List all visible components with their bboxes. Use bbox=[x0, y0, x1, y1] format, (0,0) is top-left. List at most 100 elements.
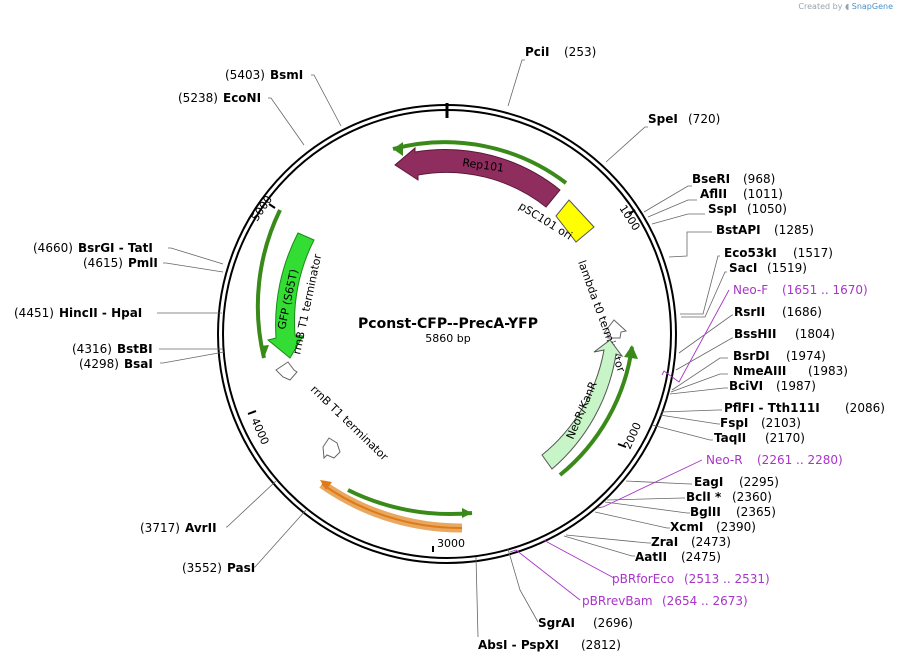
site-name: BsrDI bbox=[733, 349, 770, 363]
site-name: AbsI - PspXI bbox=[478, 638, 559, 652]
site-fspi[interactable]: FspI (2103) bbox=[720, 416, 801, 430]
site-position: (720) bbox=[688, 112, 720, 126]
site-position: (2261 .. 2280) bbox=[757, 453, 843, 467]
site-zrai[interactable]: ZraI (2473) bbox=[651, 535, 731, 549]
site-name: RsrII bbox=[734, 305, 765, 319]
site-name: SpeI bbox=[648, 112, 678, 126]
site-name: BstAPI bbox=[716, 223, 761, 237]
site-econi[interactable]: (5238)EcoNI bbox=[178, 91, 261, 105]
feature-rep101[interactable]: Rep101 bbox=[392, 140, 568, 208]
snapgene-logo-icon: ◖ bbox=[844, 2, 850, 11]
site-position: (2473) bbox=[691, 535, 731, 549]
site-name: Eco53kI bbox=[724, 246, 777, 260]
site-position: (3552) bbox=[182, 561, 222, 575]
site-eco53ki[interactable]: Eco53kI (1517) bbox=[724, 246, 833, 260]
primer-neo-r[interactable]: Neo-R (2261 .. 2280) bbox=[706, 453, 843, 467]
site-aflii[interactable]: AflII(1011) bbox=[700, 187, 783, 201]
feature-psc101-ori[interactable]: pSC101 ori bbox=[516, 199, 595, 243]
site-bglii[interactable]: BglII(2365) bbox=[690, 505, 776, 519]
plasmid-length: 5860 bp bbox=[425, 332, 470, 345]
site-bsrgi-tati[interactable]: (4660)BsrGI - TatI bbox=[33, 241, 153, 255]
site-pasi[interactable]: (3552) PasI bbox=[182, 561, 255, 575]
site-name: NmeAIII bbox=[733, 364, 786, 378]
feature-label-rrnb-t1-2: rrnB T1 terminator bbox=[308, 383, 391, 464]
site-name: BsaI bbox=[124, 357, 153, 371]
tick-label-5000: 5000 bbox=[249, 193, 275, 223]
primer-pbrforeco[interactable]: pBRforEco (2513 .. 2531) bbox=[612, 572, 770, 586]
site-pmli[interactable]: (4615)PmlI bbox=[83, 256, 158, 270]
snapgene-credit: Created by ◖ SnapGene bbox=[798, 2, 893, 11]
site-position: (253) bbox=[564, 45, 596, 59]
site-name: SacI bbox=[729, 261, 757, 275]
site-name: TaqII bbox=[714, 431, 746, 445]
site-sgrai[interactable]: SgrAI (2696) bbox=[538, 616, 633, 630]
site-pcii[interactable]: PciI(253) bbox=[525, 45, 596, 59]
site-position: (4615) bbox=[83, 256, 123, 270]
site-name: pBRrevBam bbox=[582, 594, 653, 608]
site-position: (2103) bbox=[761, 416, 801, 430]
site-name: pBRforEco bbox=[612, 572, 674, 586]
site-hincii-hpai[interactable]: (4451)HincII - HpaI bbox=[14, 306, 142, 320]
site-pflfi-tth111i[interactable]: PflFI - Tth111I(2086) bbox=[724, 401, 885, 415]
site-position: (5238) bbox=[178, 91, 218, 105]
site-name: EagI bbox=[694, 475, 723, 489]
site-bseri[interactable]: BseRI(968) bbox=[692, 172, 775, 186]
site-position: (2475) bbox=[681, 550, 721, 564]
site-position: (1983) bbox=[808, 364, 848, 378]
site-nmeaiii[interactable]: NmeAIII (1983) bbox=[733, 364, 848, 378]
site-position: (2170) bbox=[765, 431, 805, 445]
plasmid-name: Pconst-CFP--PrecA-YFP bbox=[358, 316, 538, 332]
site-rsrii[interactable]: RsrII (1686) bbox=[734, 305, 822, 319]
restriction-site-labels: PciI(253) SpeI (720) BseRI(968) AflII(101… bbox=[14, 45, 885, 652]
site-name: SgrAI bbox=[538, 616, 575, 630]
site-position: (1804) bbox=[795, 327, 835, 341]
site-name: Neo-R bbox=[706, 453, 743, 467]
site-bstapi[interactable]: BstAPI (1285) bbox=[716, 223, 814, 237]
site-position: (2360) bbox=[732, 490, 772, 504]
site-position: (2390) bbox=[716, 520, 756, 534]
site-name: Neo-F bbox=[733, 283, 768, 297]
site-position: (4298) bbox=[79, 357, 119, 371]
site-position: (1285) bbox=[774, 223, 814, 237]
site-position: (5403) bbox=[225, 68, 265, 82]
site-bsshii[interactable]: BssHII (1804) bbox=[734, 327, 835, 341]
site-eagi[interactable]: EagI(2295) bbox=[694, 475, 779, 489]
site-name: PflFI - Tth111I bbox=[724, 401, 820, 415]
site-position: (2513 .. 2531) bbox=[684, 572, 770, 586]
site-name: BciVI bbox=[729, 379, 763, 393]
site-name: ZraI bbox=[651, 535, 678, 549]
site-aatii[interactable]: AatII (2475) bbox=[635, 550, 721, 564]
site-position: (1686) bbox=[782, 305, 822, 319]
site-name: FspI bbox=[720, 416, 748, 430]
site-sspi[interactable]: SspI(1050) bbox=[708, 202, 787, 216]
feature-rrnb-t1-terminator-2[interactable]: rrnB T1 terminator bbox=[308, 383, 473, 533]
site-leader-lines bbox=[157, 59, 733, 638]
site-name: BglII bbox=[690, 505, 721, 519]
credit-brand: SnapGene bbox=[851, 2, 893, 11]
site-name: BssHII bbox=[734, 327, 776, 341]
site-bsrdi[interactable]: BsrDI(1974) bbox=[733, 349, 826, 363]
site-name: SspI bbox=[708, 202, 737, 216]
site-position: (4316) bbox=[72, 342, 112, 356]
site-bcivi[interactable]: BciVI(1987) bbox=[729, 379, 816, 393]
site-avrii[interactable]: (3717)AvrII bbox=[140, 521, 217, 535]
feature-lambda-t0-terminator[interactable]: lambda t0 terminator bbox=[575, 259, 628, 375]
site-name: PasI bbox=[227, 561, 255, 575]
site-saci[interactable]: SacI(1519) bbox=[729, 261, 807, 275]
site-name: AvrII bbox=[185, 521, 217, 535]
site-position: (2696) bbox=[593, 616, 633, 630]
site-bstbi[interactable]: (4316)BstBI bbox=[72, 342, 153, 356]
site-name: AatII bbox=[635, 550, 667, 564]
site-absi-pspxi[interactable]: AbsI - PspXI(2812) bbox=[478, 638, 621, 652]
site-spei[interactable]: SpeI (720) bbox=[648, 112, 720, 126]
primer-pbrrevbam[interactable]: pBRrevBam(2654 .. 2673) bbox=[582, 594, 748, 608]
site-taqii[interactable]: TaqII (2170) bbox=[714, 431, 805, 445]
site-position: (968) bbox=[743, 172, 775, 186]
site-position: (1517) bbox=[793, 246, 833, 260]
site-xcmi[interactable]: XcmI(2390) bbox=[670, 520, 756, 534]
site-bsai[interactable]: (4298) BsaI bbox=[79, 357, 153, 371]
primer-neo-f[interactable]: Neo-F(1651 .. 1670) bbox=[733, 283, 868, 297]
site-bcli[interactable]: BclI *(2360) bbox=[686, 490, 772, 504]
site-bsmi[interactable]: (5403)BsmI bbox=[225, 68, 303, 82]
